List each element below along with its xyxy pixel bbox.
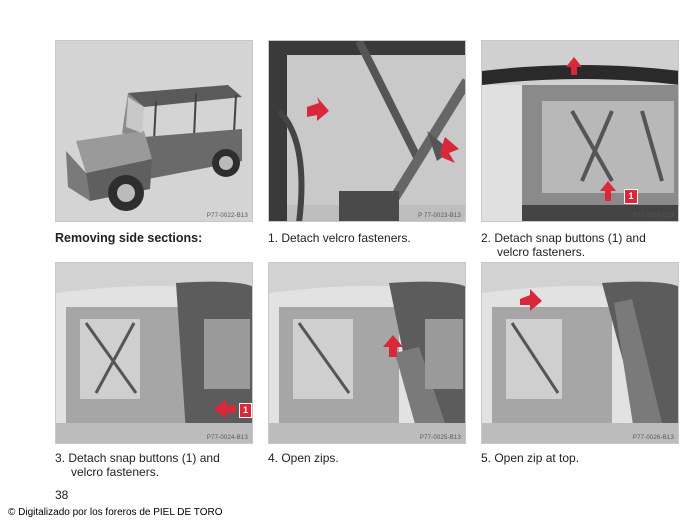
step-2-caption-line1: 2. Detach snap buttons (1) and	[481, 231, 646, 245]
callout-badge: 1	[624, 189, 638, 204]
figure-code: P77-0025-B13	[419, 435, 461, 441]
callout-badge: 1	[239, 403, 252, 418]
step-2-caption-line2: velcro fasteners.	[497, 245, 586, 259]
arrow-icon	[520, 289, 542, 311]
velcro-drawing	[269, 41, 465, 221]
step-3-caption-line1: 3. Detach snap buttons (1) and	[55, 451, 220, 465]
scan-credit: © Digitalizado por los foreros de PIEL D…	[8, 507, 223, 518]
section-heading: Removing side sections:	[55, 231, 203, 245]
figure-code: P77-0026-B13	[632, 435, 674, 441]
step-3-caption-line2: velcro fasteners.	[71, 465, 160, 479]
illustration-snap-buttons: 1 P77-0063-B13	[481, 40, 679, 222]
illustration-snap-buttons-rear: 1 P77-0024-B13	[55, 262, 253, 444]
arrow-icon	[214, 399, 236, 419]
snap-buttons-drawing	[482, 41, 678, 221]
figure-code: P77-0024-B13	[206, 435, 248, 441]
step-4-caption: 4. Open zips.	[268, 451, 339, 465]
step-1-caption: 1. Detach velcro fasteners.	[268, 231, 411, 245]
arrow-icon	[383, 335, 403, 357]
illustration-velcro-fasteners: P 77-0023-B13	[268, 40, 466, 222]
arrow-icon	[566, 57, 616, 201]
open-zips-drawing	[269, 263, 465, 443]
callout-number: 1	[628, 191, 634, 201]
arrow-icon	[307, 97, 459, 163]
illustration-vehicle: P77-0022-B13	[55, 40, 253, 222]
page-number: 38	[55, 488, 69, 502]
callout-number: 1	[242, 405, 248, 415]
step-5-caption: 5. Open zip at top.	[481, 451, 580, 465]
vehicle-drawing	[56, 41, 252, 221]
figure-code: P 77-0023-B13	[418, 213, 461, 219]
figure-code: P77-0022-B13	[206, 213, 248, 219]
zip-top-drawing	[482, 263, 678, 443]
figure-code: P77-0063-B13	[632, 213, 674, 219]
illustration-open-zips: P77-0025-B13	[268, 262, 466, 444]
illustration-open-zip-top: P77-0026-B13	[481, 262, 679, 444]
